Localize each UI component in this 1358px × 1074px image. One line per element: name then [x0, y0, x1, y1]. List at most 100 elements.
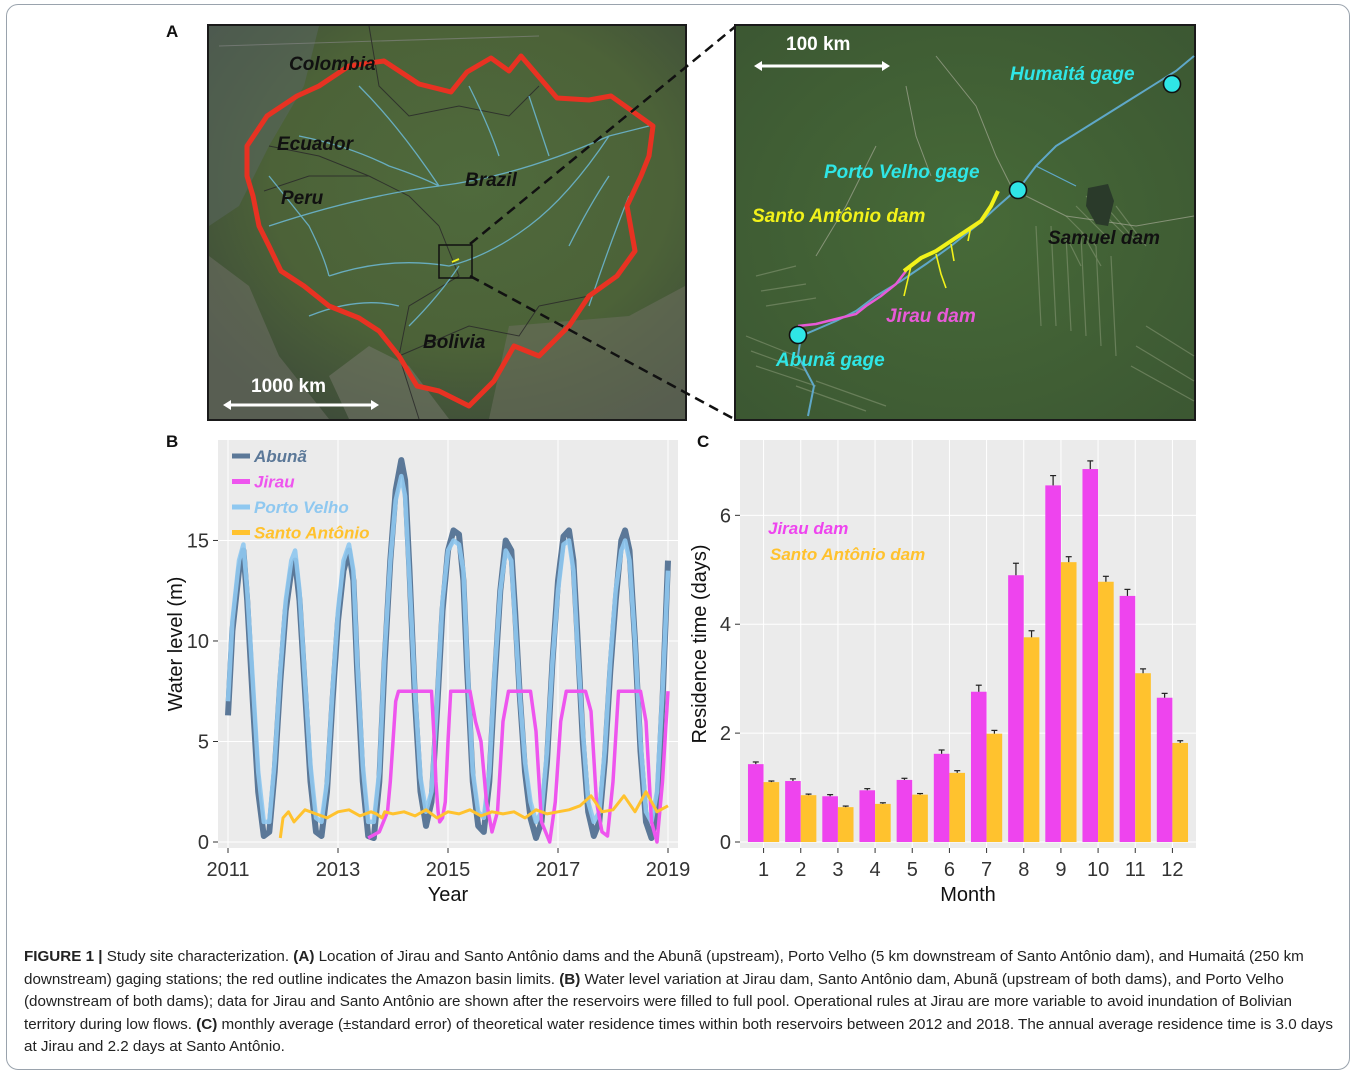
caption-a-tag: (A): [293, 948, 315, 965]
series-line-porto-velho: [225, 473, 671, 825]
caption-c-text: monthly average (±standard error) of the…: [24, 1015, 1333, 1056]
bar-santo-antonio: [1098, 581, 1114, 842]
caption-a-text: Location of Jirau and Santo Antônio dams…: [24, 948, 1304, 988]
panel-label-c: C: [697, 432, 710, 451]
label-samuel-dam: Samuel dam: [1048, 228, 1160, 249]
bar-santo-antonio: [875, 803, 891, 842]
bar-jirau: [1156, 697, 1173, 842]
series-line-santo-ant-nio: [278, 790, 669, 839]
bar-santo-antonio: [986, 733, 1003, 842]
bar-jirau: [1008, 575, 1024, 842]
tick-label-x: 6: [944, 859, 955, 881]
scale-label: 1000 km: [251, 376, 327, 397]
bar-santo-antonio: [1135, 673, 1151, 842]
bar-jirau: [785, 781, 801, 842]
caption-c-tag: (C): [196, 1015, 218, 1033]
inset-locator-box: [438, 244, 473, 279]
tick-label-x: 2: [795, 859, 806, 881]
bar-jirau: [1082, 469, 1099, 842]
bar-santo-antonio: [837, 807, 854, 842]
bar-santo-antonio: [1023, 637, 1040, 842]
bar-jirau: [859, 790, 876, 842]
tick-label-x: 2013: [316, 859, 361, 881]
bar-santo-antonio: [1060, 562, 1077, 842]
jirau-reservoir: [797, 270, 907, 328]
bar-santo-antonio: [1172, 742, 1189, 842]
label-peru: Peru: [281, 188, 324, 209]
label-santo-antonio-dam: Santo Antônio dam: [752, 206, 926, 227]
y-axis-title: Water level (m): [165, 577, 187, 712]
abuna-gage-marker: [788, 325, 808, 345]
inset-map: 100 km Humaitá gage Porto Velho gage San…: [734, 24, 1196, 421]
tick-label-y: 0: [198, 832, 209, 854]
tick-label-y: 5: [198, 731, 209, 753]
panel-label-b: B: [166, 432, 179, 451]
label-abuna-gage: Abunã gage: [776, 350, 885, 371]
legend-label: Jirau dam: [768, 519, 848, 538]
label-brazil: Brazil: [465, 170, 517, 191]
tick-label-x: 9: [1055, 859, 1066, 881]
bar-santo-antonio: [949, 772, 966, 842]
caption-b-tag: (B): [559, 970, 581, 988]
tick-label-x: 8: [1018, 859, 1029, 881]
bar-jirau: [1045, 485, 1061, 842]
label-colombia: Colombia: [289, 54, 376, 75]
tick-label-x: 2015: [426, 859, 471, 881]
tick-label-x: 2017: [536, 859, 581, 881]
bar-jirau: [1119, 595, 1136, 842]
panel-label-a: A: [166, 22, 179, 41]
bar-jirau: [896, 779, 913, 842]
tick-label-y: 2: [720, 723, 731, 745]
basin-outline: [244, 53, 656, 409]
label-jirau-dam: Jirau dam: [886, 306, 976, 327]
y-axis-title: Residence time (days): [689, 545, 711, 744]
label-ecuador: Ecuador: [277, 134, 354, 155]
tick-label-y: 6: [720, 505, 731, 527]
bar-jirau: [822, 796, 838, 842]
x-axis-title: Month: [940, 884, 996, 906]
santo-antonio-reservoir: [902, 190, 1000, 273]
humaita-gage-marker: [1162, 74, 1182, 94]
series-line-jirau: [367, 689, 670, 844]
amazon-basin-map: Colombia Ecuador Peru Brazil Bolivia 100…: [207, 24, 687, 421]
tick-label-x: 7: [981, 859, 992, 881]
label-humaita-gage: Humaitá gage: [1010, 64, 1135, 85]
caption-b-text: Water level variation at Jirau dam, Sant…: [24, 970, 1292, 1033]
bar-jirau: [747, 764, 764, 842]
tick-label-x: 2011: [206, 859, 249, 881]
bar-jirau: [933, 753, 950, 842]
label-porto-velho-gage: Porto Velho gage: [824, 162, 980, 183]
bar-santo-antonio: [763, 782, 780, 842]
tick-label-x: 3: [832, 859, 843, 881]
legend-label: Santo Antônio: [254, 524, 370, 543]
tick-label-x: 4: [870, 859, 881, 881]
bar-santo-antonio: [912, 794, 928, 842]
legend-label: Porto Velho: [254, 498, 349, 517]
legend-label: Jirau: [254, 473, 295, 492]
tick-label-x: 11: [1125, 859, 1146, 881]
inset-map-graphic: [736, 26, 1195, 419]
tick-label-x: 1: [758, 859, 769, 881]
figure-frame: [6, 4, 1350, 1070]
tick-label-x: 12: [1161, 859, 1183, 881]
tick-label-x: 10: [1087, 859, 1109, 881]
tick-label-y: 4: [720, 614, 731, 636]
caption-intro: Study site characterization.: [102, 948, 294, 965]
bar-jirau: [970, 691, 987, 842]
tick-label-y: 15: [187, 530, 209, 552]
tick-label-x: 5: [907, 859, 918, 881]
inset-scale-label: 100 km: [786, 34, 851, 55]
basin-map-graphic: [209, 25, 685, 420]
legend-label: Santo Antônio dam: [770, 545, 925, 564]
tick-label-y: 10: [187, 631, 209, 653]
porto-velho-gage-marker: [1008, 180, 1028, 200]
tick-label-y: 0: [720, 832, 731, 854]
tick-label-x: 2019: [646, 859, 691, 881]
legend-label: Abunã: [253, 447, 307, 466]
label-bolivia: Bolivia: [423, 332, 486, 353]
x-axis-title: Year: [428, 884, 469, 906]
caption-label: FIGURE 1 |: [24, 948, 103, 965]
bar-santo-antonio: [800, 795, 817, 842]
